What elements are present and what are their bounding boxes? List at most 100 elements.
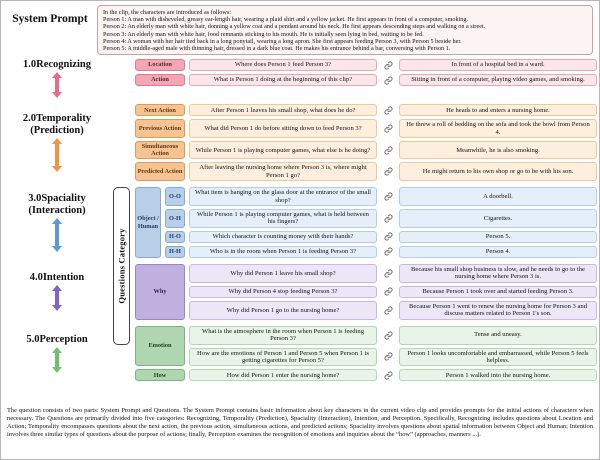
answer-box: He might return to his own shop or go to… (399, 162, 597, 182)
link-icon (381, 326, 395, 345)
question-box: What is Person 1 doing at the beginning … (189, 74, 377, 86)
intention-arrow-icon (52, 285, 62, 312)
link-icon (381, 246, 395, 258)
question-box: How did Person 1 enter the nursing home? (189, 369, 377, 382)
link-icon (381, 119, 395, 138)
temporality-label: 2.0Temporality (Prediction) (22, 113, 92, 136)
answer-box: Person 1 walked into the nursing home. (399, 369, 597, 382)
answer-box: Sitting in front of a computer, playing … (399, 74, 597, 86)
answer-box: He heads to and enters a nursing home. (399, 104, 597, 117)
qa-row: Why did Person 4 stop feeding Person 3? … (189, 285, 597, 298)
link-icon (381, 301, 395, 320)
link-icon (381, 231, 395, 243)
answer-box: Cigarettes. (399, 209, 597, 228)
section-perception: 5.0Perception Emotion What is the atmosp… (3, 325, 597, 382)
question-box: Which character is counting money with t… (189, 230, 377, 243)
section-temporality: 2.0Temporality (Prediction) Next Action … (3, 104, 597, 182)
answer-box: He threw a roll of bedding on the sofa a… (399, 119, 597, 139)
question-box: Why did Person 1 go to the nursing home? (189, 300, 377, 320)
question-box: While Person 1 is playing computer games… (189, 209, 377, 228)
answer-box: Person 4. (399, 245, 597, 258)
intention-label: 4.0Intention (29, 272, 85, 284)
category-tag: O-H (165, 209, 185, 228)
link-icon (381, 187, 395, 206)
answer-box: Because Person 1 went to renew the nursi… (399, 300, 597, 320)
perception-rail: 5.0Perception (3, 326, 111, 382)
qa-row: Location Where does Person 1 feed Person… (135, 59, 597, 71)
link-icon (381, 162, 395, 181)
question-box: Where does Person 1 feed Person 3? (189, 59, 377, 71)
question-box: What is the atmosphere in the room when … (189, 325, 377, 345)
qa-row: How How did Person 1 enter the nursing h… (135, 369, 597, 382)
section-recognizing: 1.0Recognizing Location Where does Perso… (3, 59, 597, 99)
link-icon (381, 209, 395, 228)
question-box: Why did Person 4 stop feeding Person 3? (189, 285, 377, 298)
spaciality-rail: 3.0Spaciality (Interaction) (3, 187, 111, 258)
system-prompt-label: System Prompt (12, 13, 88, 25)
question-box: How are the emotions of Person 1 and Per… (189, 347, 377, 367)
system-prompt-line: Person 3: An elderly man with white hair… (103, 30, 424, 38)
perception-label: 5.0Perception (26, 333, 88, 345)
qa-row: H-O Which character is counting money wi… (165, 230, 597, 243)
qa-row: O-H While Person 1 is playing computer g… (165, 209, 597, 228)
link-icon (381, 104, 395, 116)
qa-row: Simultaneous Action While Person 1 is pl… (135, 141, 597, 160)
category-tag: Simultaneous Action (135, 141, 185, 160)
recognizing-label: 1.0Recognizing (23, 59, 91, 70)
category-tag: O-O (165, 187, 185, 207)
qa-row: Why did Person 1 go to the nursing home?… (189, 300, 597, 320)
answer-box: Meanwhile, he is also smoking. (399, 141, 597, 160)
qa-panel: 1.0Recognizing Location Where does Perso… (3, 59, 597, 382)
spaciality-arrow-icon (52, 217, 62, 252)
question-box: What did Person 1 do before sitting down… (189, 119, 377, 139)
qa-row: Previous Action What did Person 1 do bef… (135, 119, 597, 139)
spaciality-label: 3.0Spaciality (Interaction) (28, 193, 86, 216)
temporality-arrow-icon (52, 138, 62, 173)
question-box: After leaving the nursing home where Per… (189, 162, 377, 182)
answer-box: Person 5. (399, 230, 597, 243)
category-tag: Predicted Action (135, 162, 185, 182)
system-prompt-line: Person 4: A woman with her hair tied bac… (103, 37, 462, 45)
question-box: Why did Person 1 leave his small shop? (189, 263, 377, 283)
link-icon (381, 59, 395, 71)
perception-arrow-icon (52, 347, 62, 374)
recognizing-rail: 1.0Recognizing (3, 59, 111, 99)
answer-box: Person 1 looks uncomfortable and embarra… (399, 347, 597, 367)
category-tag: How (135, 369, 185, 382)
section-spaciality: 3.0Spaciality (Interaction) Object / Hum… (3, 187, 597, 258)
figure-caption: The question consists of two parts: Syst… (7, 407, 593, 438)
answer-box: A doorbell. (399, 187, 597, 207)
emotion-group-tag: Emotion (135, 325, 185, 367)
answer-box: Because his small shop business is slow,… (399, 263, 597, 283)
why-group-tag: Why (135, 263, 185, 320)
recognizing-arrow-icon (52, 72, 62, 99)
link-icon (381, 286, 395, 298)
question-box: While Person 1 is playing computer games… (189, 141, 377, 160)
qa-row: Predicted Action After leaving the nursi… (135, 162, 597, 182)
answer-box: Tense and uneasy. (399, 325, 597, 345)
qa-row: How are the emotions of Person 1 and Per… (189, 347, 597, 367)
category-tag: Location (135, 59, 185, 71)
questions-category-box: Questions Category (113, 187, 130, 345)
category-tag: H-H (165, 245, 185, 258)
qa-row: O-O What item is hanging on the glass do… (165, 187, 597, 207)
system-prompt-box: In the clip, the characters are introduc… (97, 5, 593, 55)
system-prompt-line: Person 2: An elderly man with white hair… (103, 23, 486, 31)
qa-row: What is the atmosphere in the room when … (189, 325, 597, 345)
temporality-rail: 2.0Temporality (Prediction) (3, 104, 111, 181)
question-box: Who is in the room when Person 1 is feed… (189, 245, 377, 258)
category-tag: Previous Action (135, 119, 185, 139)
qa-row: H-H Who is in the room when Person 1 is … (165, 245, 597, 258)
system-prompt-line: In the clip, the characters are introduc… (103, 9, 231, 16)
category-tag: Next Action (135, 104, 185, 117)
system-prompt-line: Person 1: A man with disheveled, greasy … (103, 16, 469, 24)
qa-row: Next Action After Person 1 leaves his sm… (135, 104, 597, 117)
question-box: What item is hanging on the glass door a… (189, 187, 377, 207)
link-icon (381, 74, 395, 86)
system-prompt-line: Person 5: A middle-aged male with thinni… (103, 44, 451, 52)
object-human-group-tag: Object / Human (135, 187, 161, 258)
qa-row: Action What is Person 1 doing at the beg… (135, 74, 597, 86)
link-icon (381, 141, 395, 159)
answer-box: In front of a hospital bed in a ward. (399, 59, 597, 71)
